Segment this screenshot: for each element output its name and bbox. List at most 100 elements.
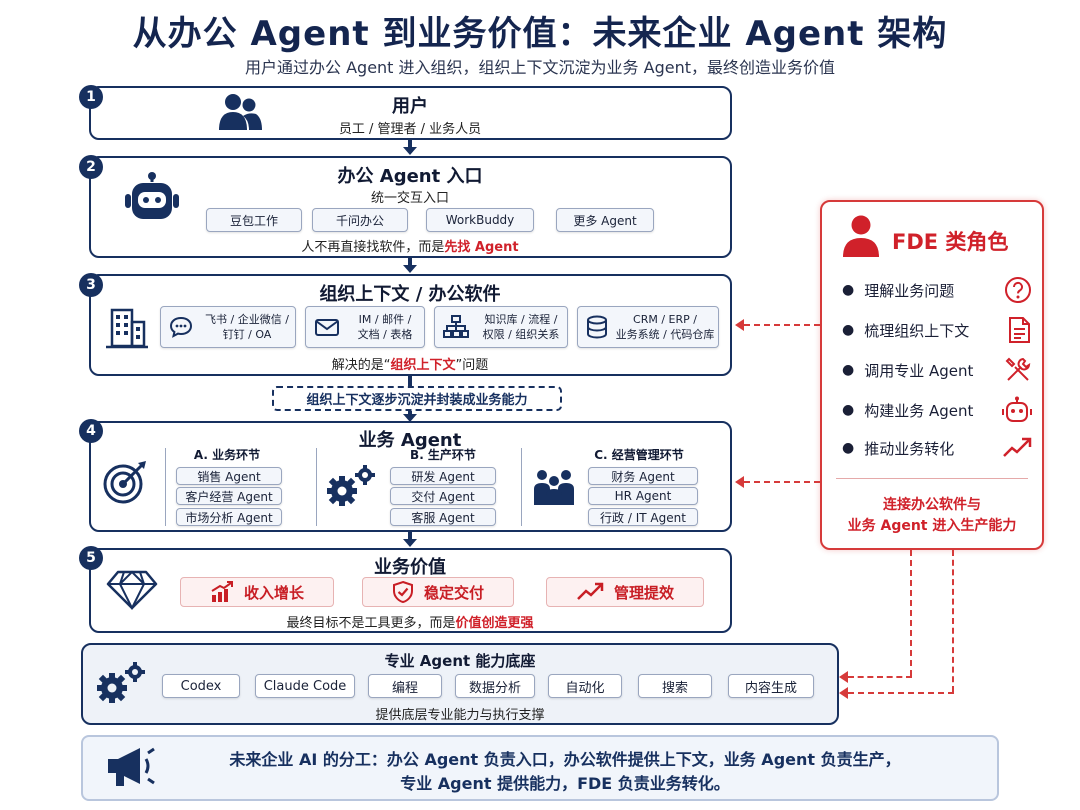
- org-chart-icon: [443, 315, 469, 338]
- fde-connector-base-h2: [848, 692, 954, 694]
- fde-item-1: ● 理解业务问题: [842, 276, 1032, 304]
- bullet-icon: ●: [842, 402, 855, 418]
- fde-divider: [836, 478, 1028, 479]
- fde-item-label: 理解业务问题: [864, 281, 955, 300]
- flow-arrowhead: [403, 147, 417, 155]
- document-icon: [1009, 317, 1030, 343]
- fde-connector-arrowhead: [839, 671, 848, 683]
- step1-user-box: [89, 86, 732, 140]
- fde-item-2: ● 梳理组织上下文: [842, 316, 1032, 344]
- chip-codex: Codex: [162, 674, 240, 698]
- flow-arrow: [408, 258, 412, 266]
- fde-footer-line2: 业务 Agent 进入生产能力: [847, 518, 1017, 534]
- value-revenue-label: 收入增长: [243, 583, 304, 602]
- step3-title: 组织上下文 / 办公软件: [319, 284, 501, 305]
- question-icon: [1005, 277, 1031, 303]
- chip-sales-agent: 销售 Agent: [176, 467, 282, 485]
- chip-rd-agent: 研发 Agent: [390, 467, 496, 485]
- value-efficiency: 管理提效: [546, 577, 704, 607]
- bullet-icon: ●: [842, 440, 855, 456]
- value-delivery-label: 稳定交付: [423, 583, 484, 602]
- chip-knowledge: 知识库 / 流程 / 权限 / 组织关系: [434, 306, 568, 348]
- team-icon: [534, 470, 574, 505]
- diamond-icon: [106, 570, 158, 610]
- chip-qianwen: 千问办公: [312, 208, 408, 232]
- fde-connector-base-v2: [952, 550, 954, 692]
- fde-item-label: 推动业务转化: [864, 439, 955, 458]
- robot-icon: [125, 172, 179, 219]
- chip-finance-agent: 财务 Agent: [588, 467, 698, 485]
- page-subtitle: 用户通过办公 Agent 进入组织，组织上下文沉淀为业务 Agent，最终创造业…: [245, 58, 835, 77]
- step2-note-text: 人不再直接找软件，而是: [301, 240, 445, 255]
- fde-connector-base-h1: [848, 676, 912, 678]
- step5-note-highlight: 价值创造更强: [455, 616, 534, 631]
- megaphone-icon: [108, 747, 155, 786]
- fde-item-5: ● 推动业务转化: [842, 436, 1032, 460]
- building-icon: [106, 308, 148, 349]
- page-title: 从办公 Agent 到业务价值：未来企业 Agent 架构: [132, 14, 948, 54]
- step2-desc: 统一交互入口: [370, 191, 449, 206]
- step2-number: 2: [79, 155, 103, 179]
- step2-title: 办公 Agent 入口: [337, 166, 483, 187]
- fde-item-label: 构建业务 Agent: [864, 401, 974, 420]
- chip-im-line2: 文档 / 表格: [357, 328, 413, 341]
- chip-admin-it-agent: 行政 / IT Agent: [588, 508, 698, 526]
- step2-note-highlight: 先找 Agent: [444, 240, 519, 255]
- target-icon: [103, 461, 146, 504]
- chip-market-agent: 市场分析 Agent: [176, 508, 282, 526]
- chip-data-analysis: 数据分析: [455, 674, 535, 698]
- fde-connector-arrowhead: [735, 476, 744, 488]
- flow-arrow: [408, 376, 412, 386]
- footer-line1: 未来企业 AI 的分工：办公 Agent 负责入口，办公软件提供上下文，业务 A…: [229, 750, 901, 769]
- chip-content-gen: 内容生成: [728, 674, 814, 698]
- chip-feishu-line1: 飞书 / 企业微信 /: [205, 313, 289, 326]
- chat-icon: [169, 316, 193, 338]
- fde-panel: [820, 200, 1044, 550]
- bridge-text: 组织上下文逐步沉淀并封装成业务能力: [306, 393, 528, 408]
- person-icon: [843, 215, 879, 257]
- chip-knowledge-line1: 知识库 / 流程 /: [484, 313, 558, 326]
- step5-number: 5: [79, 546, 103, 570]
- chip-more-agent: 更多 Agent: [556, 208, 654, 232]
- fde-connector-business: [744, 481, 820, 483]
- fde-footer-line1: 连接办公软件与: [883, 497, 981, 513]
- fde-item-4: ● 构建业务 Agent: [842, 396, 1032, 424]
- step4-divider: [165, 448, 166, 526]
- step5-note-prefix: 最终目标不是工具更多，而是: [286, 616, 456, 631]
- chip-search: 搜索: [638, 674, 712, 698]
- chip-doubao: 豆包工作: [206, 208, 302, 232]
- value-revenue: 收入增长: [180, 577, 334, 607]
- tools-icon: [1005, 357, 1031, 381]
- fde-item-label: 梳理组织上下文: [864, 321, 970, 340]
- value-delivery: 稳定交付: [362, 577, 514, 607]
- shield-check-icon: [392, 580, 413, 604]
- trend-icon: [1003, 437, 1032, 457]
- step5-title: 业务价值: [374, 557, 446, 578]
- flow-arrow: [408, 411, 412, 415]
- chip-hr-agent: HR Agent: [588, 487, 698, 505]
- step3-note: 解决的是“组织上下文”问题: [260, 354, 560, 373]
- chip-automation: 自动化: [548, 674, 622, 698]
- bar-chart-up-icon: [211, 581, 233, 602]
- step4-title: 业务 Agent: [358, 430, 462, 451]
- step3-note-prefix: 解决的是“: [331, 358, 391, 373]
- chip-claude-code: Claude Code: [255, 674, 355, 698]
- flow-arrow: [408, 532, 412, 540]
- bridge-box: 组织上下文逐步沉淀并封装成业务能力: [272, 386, 562, 411]
- step1-number: 1: [79, 85, 103, 109]
- step5-note: 最终目标不是工具更多，而是价值创造更强: [240, 612, 580, 631]
- group-c-title: C. 经营管理环节: [594, 448, 684, 462]
- flow-arrowhead: [403, 414, 417, 422]
- step1-title: 用户: [392, 96, 428, 117]
- database-icon: [587, 315, 607, 339]
- flow-arrow: [408, 140, 412, 148]
- step3-number: 3: [79, 273, 103, 297]
- chip-workbuddy: WorkBuddy: [426, 208, 534, 232]
- step2-note: 人不再直接找软件，而是先找 Agent: [240, 236, 580, 255]
- group-b-title: B. 生产环节: [410, 448, 476, 462]
- fde-item-3: ● 调用专业 Agent: [842, 356, 1032, 384]
- base-title: 专业 Agent 能力底座: [384, 652, 536, 670]
- footer-box: [81, 735, 999, 801]
- group-a-title: A. 业务环节: [193, 448, 261, 462]
- users-icon: [219, 94, 262, 130]
